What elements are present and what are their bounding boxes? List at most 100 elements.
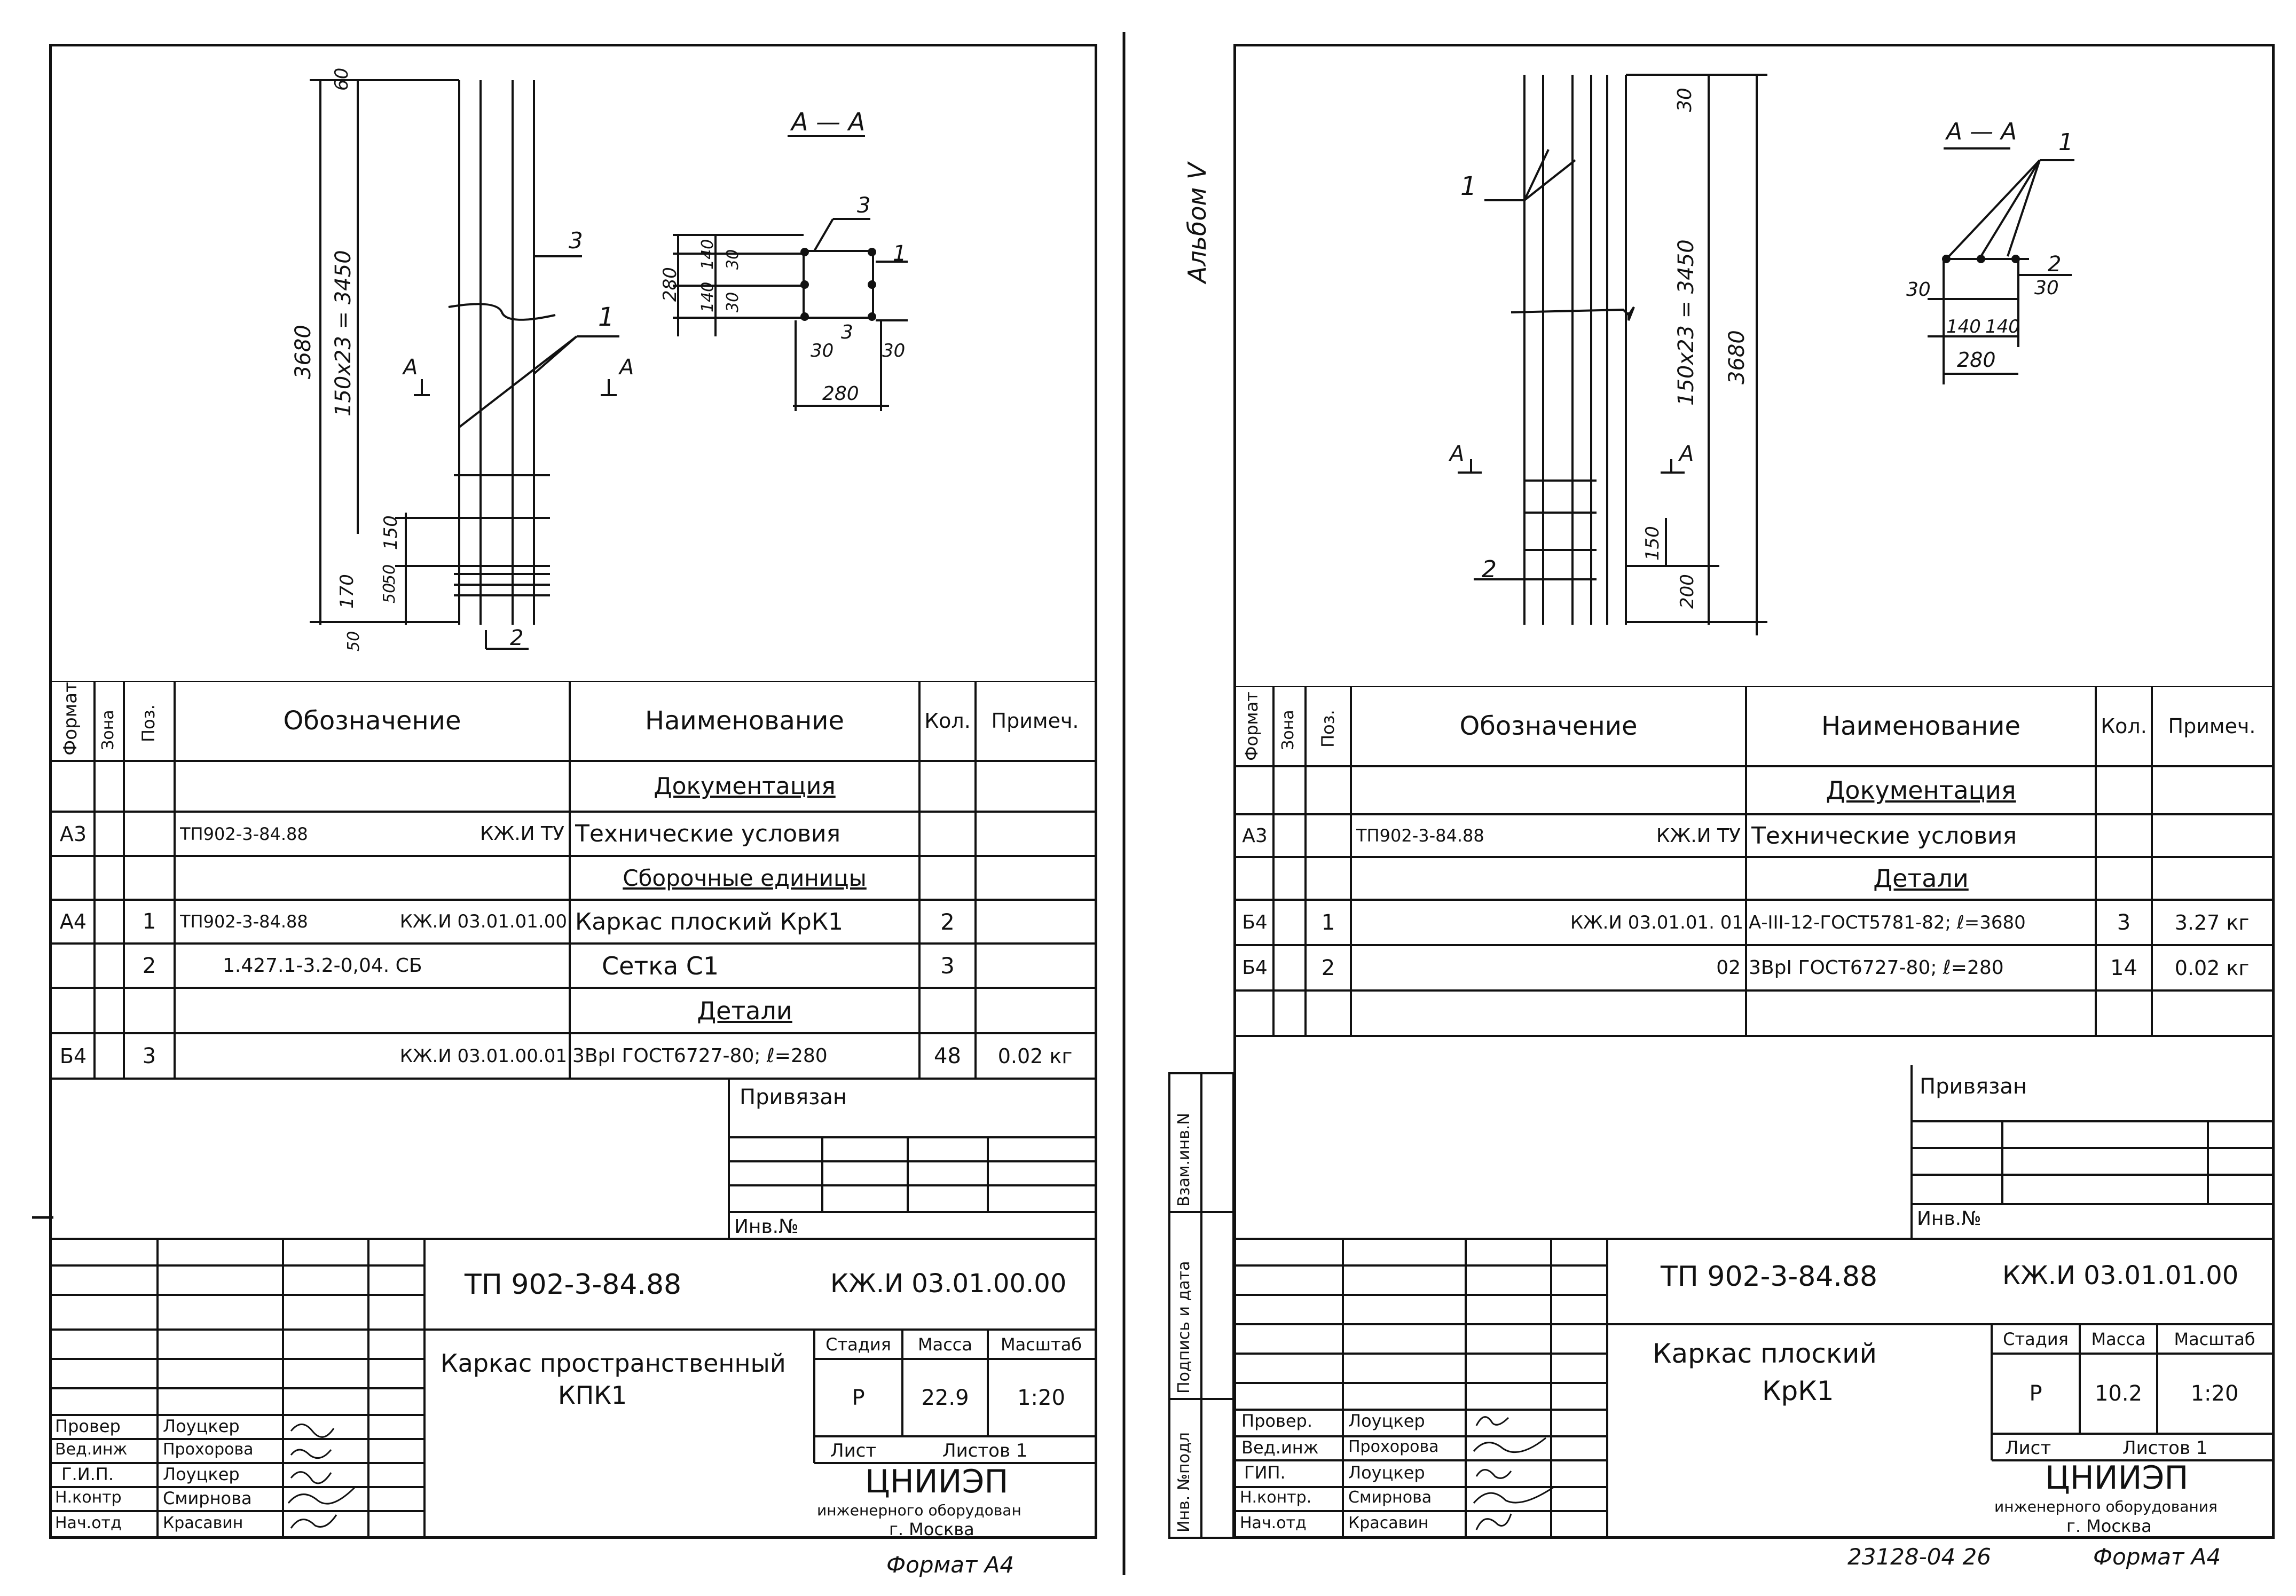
left-privyazan: Привязан <box>740 1085 847 1110</box>
right-privyazan: Привязан <box>1920 1074 2027 1099</box>
left-role: Нач.отд <box>55 1514 122 1532</box>
spec-row-pos: 3 <box>142 1043 156 1068</box>
left-mass: 22.9 <box>921 1385 969 1410</box>
left-org3: г. Москва <box>889 1519 974 1539</box>
left-inv-no: Инв.№ <box>734 1216 799 1238</box>
left-role: Провер <box>55 1416 121 1436</box>
spec-row-name: Технические условия <box>575 820 841 847</box>
spec-row-code: КЖ.И 03.01.01. 01 <box>1570 911 1743 933</box>
left-pos-1: 1 <box>598 302 615 332</box>
right-section-pos-1: 1 <box>2058 129 2073 156</box>
dim-30d: 30 <box>882 340 906 361</box>
right-mass-header: Масса <box>2091 1328 2146 1349</box>
left-role: Н.контр <box>55 1488 122 1507</box>
hdr-qty: Кол. <box>2101 714 2147 738</box>
right-section-title: А — А <box>1946 118 2017 145</box>
spec-row-name: Каркас плоский КрК1 <box>575 908 844 935</box>
right-cut-a-right: А <box>1679 442 1694 466</box>
spec-row-format: А3 <box>1242 824 1268 847</box>
right-person: Лоуцкер <box>1348 1463 1425 1483</box>
hdr-qty: Кол. <box>924 709 971 733</box>
right-person: Смирнова <box>1348 1488 1432 1507</box>
right-stage: Р <box>2029 1381 2042 1406</box>
spec-row-name: 3ВрI ГОСТ6727-80; ℓ=280 <box>572 1045 828 1067</box>
spec-row-section: Документация <box>654 773 836 800</box>
left-doc-num: КЖ.И 03.01.00.00 <box>830 1269 1067 1299</box>
spec-row-qty: 14 <box>2110 955 2137 980</box>
spec-row-code: 02 <box>1716 957 1741 979</box>
left-format-caption: Формат А4 <box>886 1552 1015 1578</box>
spec-row-code: КЖ.И 03.01.01.00 <box>399 911 567 932</box>
left-person: Прохорова <box>163 1440 254 1459</box>
spec-row-section: Детали <box>697 996 792 1025</box>
right-footer-number: 23128-04 26 <box>1847 1544 1992 1570</box>
spec-row-designation: ТП902-3-84.88 <box>180 911 308 932</box>
left-pos-2: 2 <box>510 626 524 650</box>
left-doc-code: ТП 902-3-84.88 <box>465 1269 682 1301</box>
right-role: Н.контр. <box>1240 1488 1312 1507</box>
right-dim-140a: 140 <box>1946 316 1981 337</box>
right-person: Лоуцкер <box>1348 1411 1425 1431</box>
spec-row-note: 0.02 кг <box>997 1044 1073 1068</box>
spec-row-note: 0.02 кг <box>2174 956 2250 980</box>
right-doc-code: ТП 902-3-84.88 <box>1661 1261 1878 1293</box>
spec-row-name: 3ВрI ГОСТ6727-80; ℓ=280 <box>1749 957 2004 979</box>
hdr-note: Примеч. <box>991 709 1079 733</box>
right-title-line2: КрК1 <box>1762 1375 1834 1406</box>
left-spec-table: Формат Зона Поз. Обозначение Наименовани… <box>52 681 1095 1081</box>
right-dim-140b: 140 <box>1985 316 2020 337</box>
left-cut-a-left: А <box>403 355 418 380</box>
left-mass-header: Масса <box>917 1334 972 1355</box>
left-cut-a-right: А <box>619 355 634 380</box>
right-stage-header: Стадия <box>2003 1328 2069 1349</box>
spec-row-qty: 2 <box>940 908 955 935</box>
left-stage-header: Стадия <box>825 1334 891 1355</box>
left-role: Г.И.П. <box>61 1464 114 1484</box>
right-role: Вед.инж <box>1241 1437 1319 1458</box>
left-person: Красавин <box>163 1514 243 1532</box>
right-spec-table: Формат Зона Поз. Обозначение Наименовани… <box>1236 686 2272 1039</box>
right-org3: г. Москва <box>2066 1516 2152 1536</box>
right-person: Прохорова <box>1348 1437 1439 1456</box>
hdr-name: Наименование <box>1821 711 2020 741</box>
spec-row-format: А4 <box>59 910 87 933</box>
spec-row-format: Б4 <box>59 1044 87 1068</box>
right-scale-header: Масштаб <box>2174 1328 2255 1349</box>
spec-row-pos: 2 <box>142 953 156 978</box>
right-title-line1: Каркас плоский <box>1653 1338 1877 1369</box>
right-role: ГИП. <box>1244 1463 1286 1483</box>
spec-row-pos: 2 <box>1321 955 1335 980</box>
dim-280h: 280 <box>822 383 859 405</box>
hdr-name: Наименование <box>644 706 844 736</box>
left-sheet <box>49 44 1097 1539</box>
left-role: Вед.инж <box>55 1440 128 1459</box>
left-sheet-label: Лист <box>830 1440 877 1461</box>
left-org1: ЦНИИЭП <box>865 1463 1009 1500</box>
left-section-pos-3b: 3 <box>841 321 853 343</box>
left-section-pos-3: 3 <box>857 193 871 218</box>
right-role: Провер. <box>1241 1411 1312 1431</box>
right-pos-1: 1 <box>1460 171 1477 201</box>
left-section-title: А — А <box>791 107 866 136</box>
spec-row-section: Детали <box>1873 864 1969 893</box>
right-sheet-label: Лист <box>2005 1437 2051 1459</box>
right-mass: 10.2 <box>2094 1381 2143 1406</box>
left-org2: инженерного оборудован <box>817 1501 1021 1519</box>
right-org1: ЦНИИЭП <box>2045 1459 2189 1497</box>
right-org2: инженерного оборудования <box>1994 1498 2218 1515</box>
hdr-designation: Обозначение <box>283 706 461 736</box>
left-scale: 1:20 <box>1017 1385 1065 1410</box>
left-sheets-label: Листов 1 <box>942 1440 1028 1461</box>
spec-row-code: КЖ.И ТУ <box>479 823 564 845</box>
spec-row-section: Документация <box>1826 776 2016 805</box>
left-section-pos-1: 1 <box>893 241 907 266</box>
right-scale: 1:20 <box>2190 1381 2239 1406</box>
right-dim-30r: 30 <box>2034 277 2059 299</box>
right-cut-a-left: А <box>1450 442 1465 466</box>
spec-row-designation: 1.427.1-3.2-0,04. СБ <box>223 955 422 977</box>
